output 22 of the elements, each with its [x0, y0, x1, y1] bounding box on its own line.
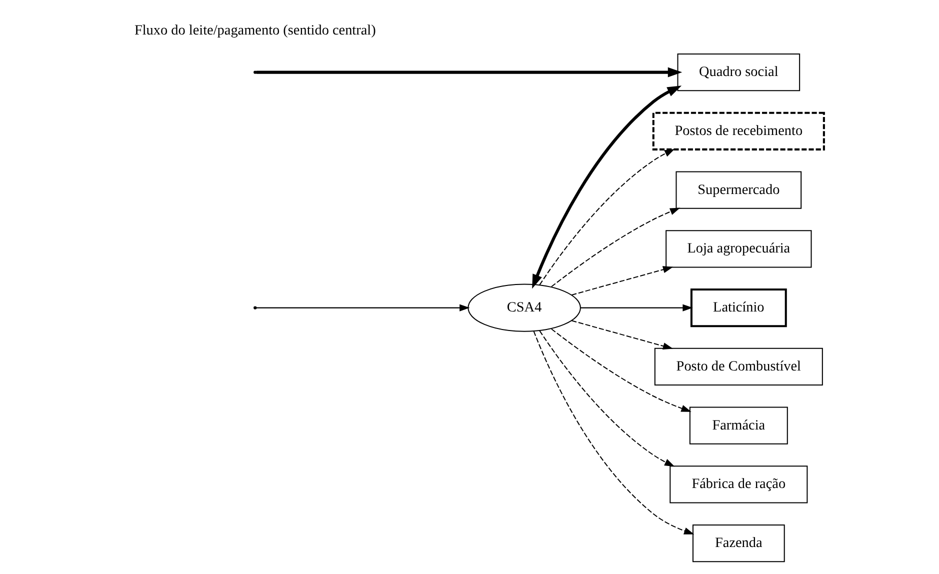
arrow [551, 208, 680, 288]
arrow [256, 67, 682, 78]
arrow [539, 330, 675, 467]
node-box: Fazenda [692, 524, 785, 562]
node-box: Laticínio [690, 288, 787, 328]
arrow [580, 304, 693, 312]
node-box: Fábrica de ração [670, 466, 808, 504]
arrow [539, 148, 675, 286]
node-box: Postos de recebimento [652, 112, 825, 150]
arrow [551, 328, 692, 412]
node-box: Posto de Combustível [654, 348, 823, 386]
node-box: Loja agropecuária [666, 230, 812, 268]
node-box: Farmácia [689, 406, 788, 444]
arrow [572, 320, 674, 350]
node-box: Quadro social [677, 54, 800, 92]
node-ellipse: CSA4 [468, 284, 581, 332]
arrow [532, 86, 682, 289]
node-box: Supermercado [676, 171, 802, 209]
arrow [572, 266, 674, 296]
arrow [256, 304, 470, 312]
arrow [533, 331, 694, 534]
label: Fluxo do leite/pagamento (sentido central) [134, 22, 376, 38]
